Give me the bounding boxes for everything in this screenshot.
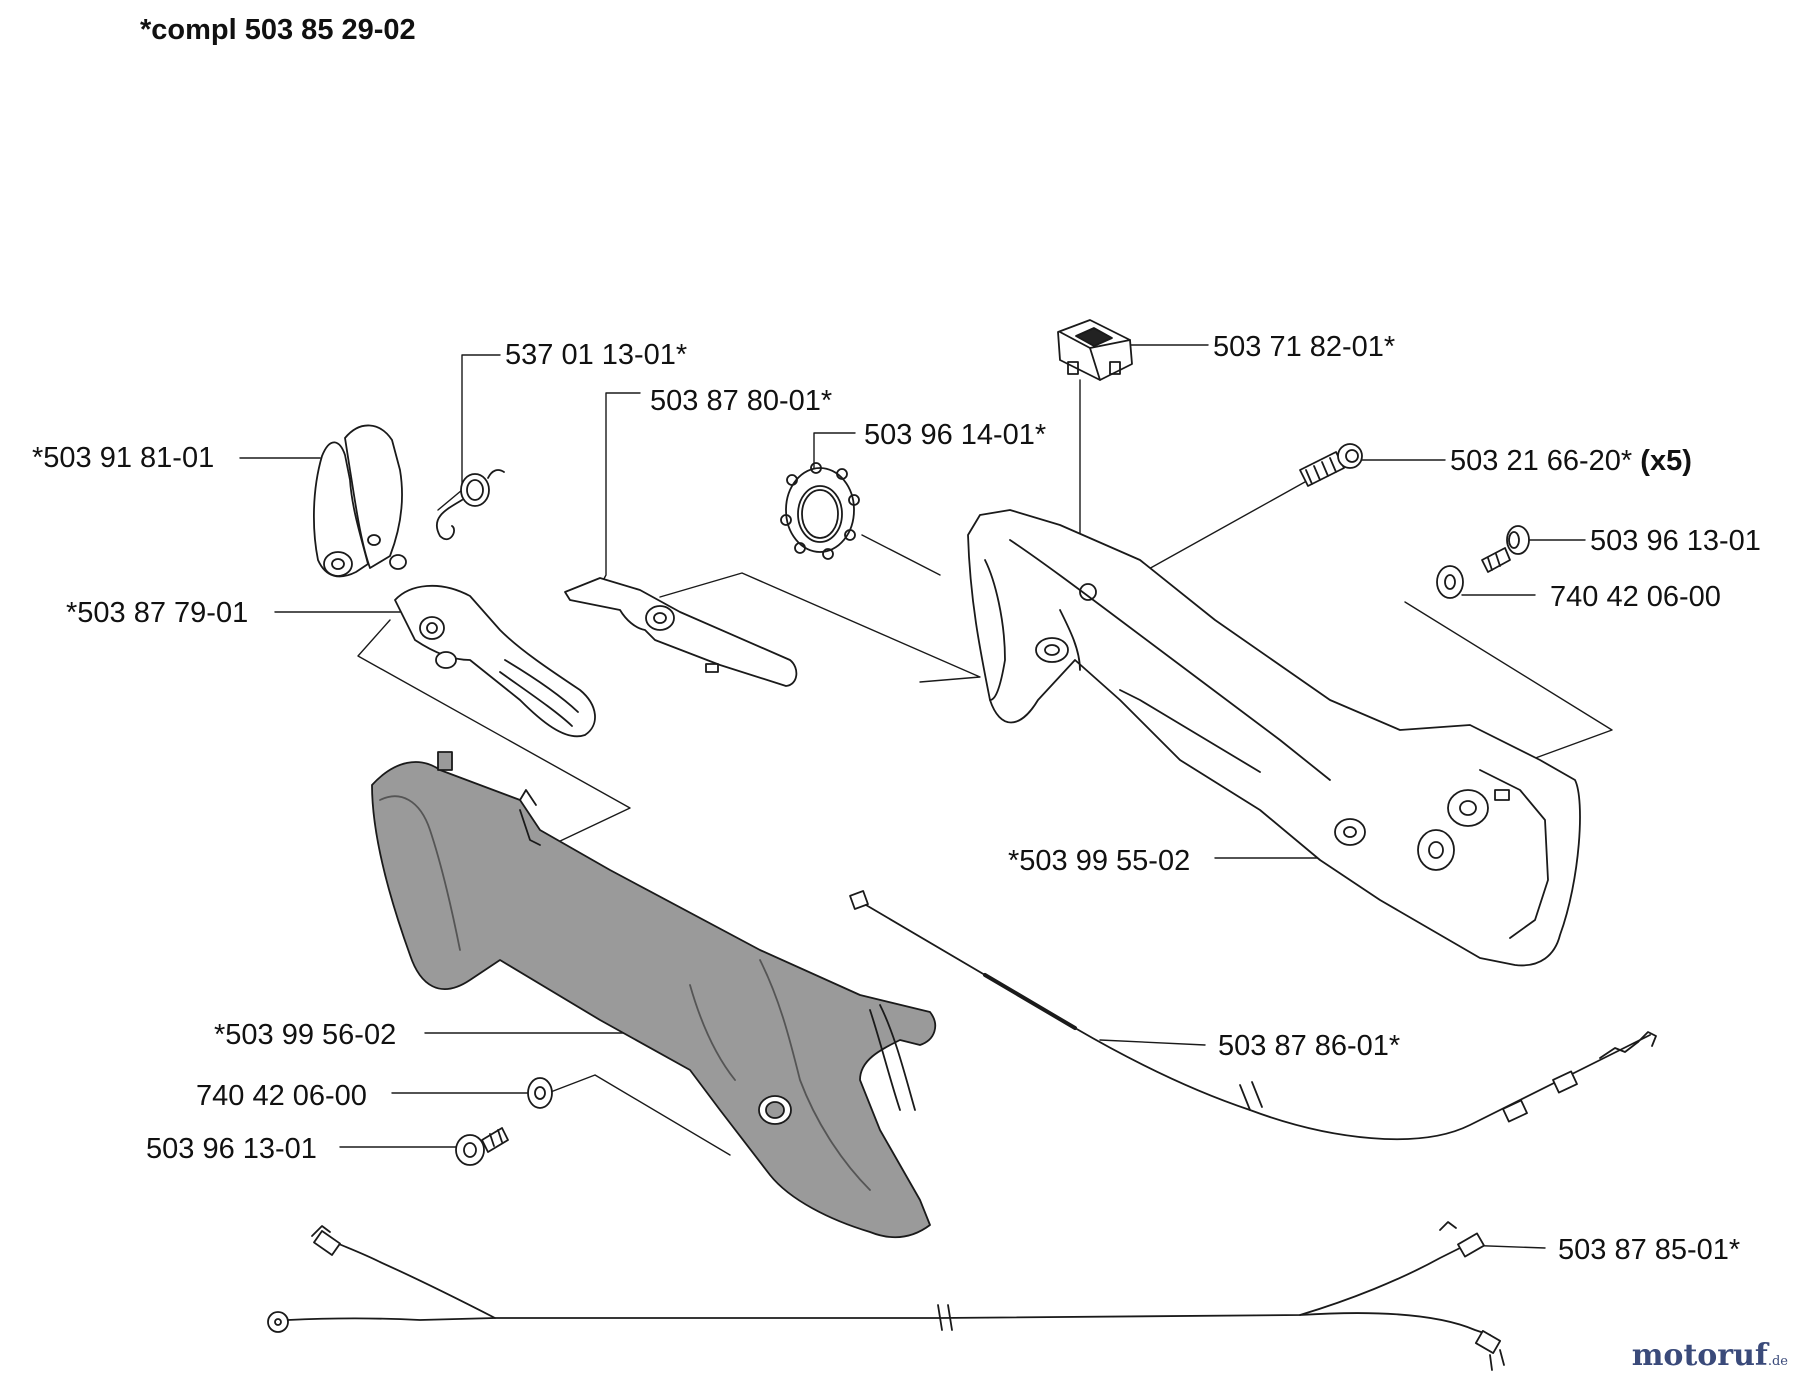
part-label-537-01-13-01: 537 01 13-01* (505, 339, 688, 371)
assembly-title: *compl 503 85 29-02 (140, 14, 416, 46)
part-label-503-99-55-02: *503 99 55-02 (1008, 845, 1191, 877)
part-label-503-87-85-01: 503 87 85-01* (1558, 1234, 1741, 1266)
handle-half-right-part (967, 509, 1581, 967)
screw-part (1299, 443, 1363, 487)
throttle-lever-part (564, 577, 798, 687)
wiring-harness-part (267, 1221, 1505, 1371)
part-label-503-96-14-01: 503 96 14-01* (864, 419, 1047, 451)
washer-left-part (527, 1077, 553, 1109)
handle-half-left-part (371, 751, 937, 1239)
stop-switch-part (1057, 319, 1133, 381)
part-label-503-87-86-01: 503 87 86-01* (1218, 1030, 1401, 1062)
watermark-brand: motoruf (1631, 1338, 1768, 1373)
part-label-503-96-13-01-left: 503 96 13-01 (146, 1133, 317, 1165)
part-label-503-87-80-01: 503 87 80-01* (650, 385, 833, 417)
part-label-503-91-81-01: *503 91 81-01 (32, 442, 215, 474)
part-label-740-42-06-00-right: 740 42 06-00 (1550, 581, 1721, 613)
leader-lines (239, 344, 1613, 1249)
part-label-503-96-13-01-right: 503 96 13-01 (1590, 525, 1761, 557)
watermark-logo: motoruf.de (1632, 1338, 1788, 1373)
screw-left-part (455, 1127, 509, 1166)
watermark-tld: .de (1767, 1354, 1788, 1369)
throttle-cable-part (849, 890, 1657, 1141)
screw-right-part (1481, 525, 1530, 573)
part-label-503-87-79-01: *503 87 79-01 (66, 597, 249, 629)
spring-part (435, 469, 505, 541)
part-label-740-42-06-00-left: 740 42 06-00 (196, 1080, 367, 1112)
gear-ring-part (780, 462, 860, 560)
washer-right-part (1436, 565, 1464, 599)
part-number-503-21-66-20: 503 21 66-20* (1450, 445, 1633, 477)
part-label-503-71-82-01: 503 71 82-01* (1213, 331, 1396, 363)
part-label-503-21-66-20: 503 21 66-20* (x5) (1450, 444, 1692, 478)
throttle-trigger-part (394, 584, 596, 738)
quantity-x5: (x5) (1640, 445, 1692, 477)
part-label-503-99-56-02: *503 99 56-02 (214, 1019, 397, 1051)
clamp-bracket-part (313, 424, 407, 578)
